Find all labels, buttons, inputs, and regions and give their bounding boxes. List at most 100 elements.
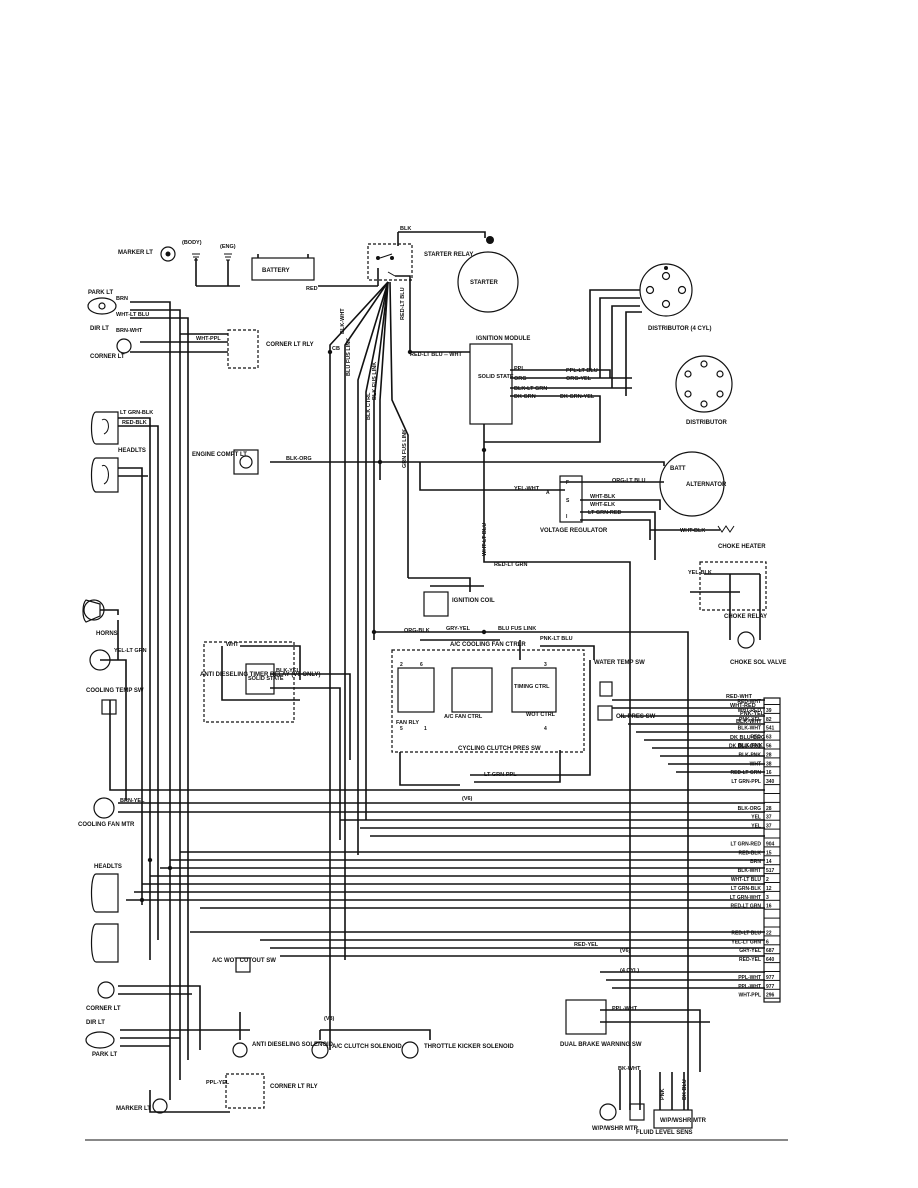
cooling-temp-sw-symbol [101, 699, 117, 715]
ac-clutch-solenoid-symbol [311, 1041, 329, 1059]
connector-wire-label: PNK-YEL [739, 717, 761, 723]
pin-label-s: S [566, 498, 570, 504]
wire-label-blk: BLK [400, 226, 411, 232]
choke-heater [717, 525, 735, 533]
wire-label-blu-fus-link: BLU FUS LINK [498, 626, 536, 632]
connector-pin-number: 541 [766, 726, 775, 732]
wire-label-org: ORG [514, 376, 527, 382]
wire-label-blk-yel: BLK-YEL [276, 668, 300, 674]
wire-label-yel-lt-grn: YEL-LT GRN [114, 648, 147, 654]
pin-label-a: A [546, 490, 550, 496]
wire-label-ppl-lt-blu: PPL-LT BLU [566, 368, 598, 374]
headlight-lower-b [90, 923, 119, 963]
wire-label-dk-blu-org: DK BLU-ORG [730, 735, 765, 741]
v6-label: (V6) [462, 796, 473, 802]
connector-pin-number: 56 [766, 744, 772, 750]
wiper-washer-mtr-left-label: W/P/WSHR MTR [592, 1126, 639, 1132]
dual-brake-warning-sw-box [565, 999, 607, 1035]
dir-lt-lower-label: DIR LT [86, 1020, 105, 1026]
wire-label-yel-wht-choke: YEL-BLK [688, 570, 712, 576]
ac-clutch-solenoid-label: A/C CLUTCH SOLENOID [332, 1044, 402, 1050]
anti-dieseling-solenoid-label: ANTI DIESELING SOLENOID [252, 1042, 334, 1048]
wire-label-pnk-vertical: PNK [660, 1088, 666, 1100]
corner-lt-rly-top-label: CORNER LT RLY [266, 342, 314, 348]
v6-tag-label: (V6) [620, 948, 631, 954]
wire-label-ppl: PPL [514, 366, 525, 372]
module-state-label: SOLID STATE [478, 374, 514, 380]
fluid-level-sens-symbol [629, 1103, 645, 1121]
wire-label-blk-wht-vertical: BLK-WHT [340, 308, 346, 334]
connector-pin-number: 28 [766, 806, 772, 812]
four-cyl-tag-label: (4 CYL) [620, 968, 639, 974]
throttle-kicker-solenoid-symbol [401, 1041, 419, 1059]
connector-wire-label: WHT [750, 761, 761, 767]
connector-pin-number: 63 [766, 735, 772, 741]
wiper-washer-mtr-right-box [653, 1109, 693, 1129]
connector-pin-number: 640 [766, 957, 775, 963]
choke-relay-label: CHOKE RELAY [724, 614, 767, 620]
wire-label-brn: BRN [116, 296, 128, 302]
horn-lower [89, 649, 111, 671]
connector-wire-label: WHT-LT BLU [731, 877, 762, 883]
wiper-washer-mtr-left-symbol [599, 1103, 617, 1121]
starter-motor [457, 236, 519, 313]
wire-label-red-yel: RED-YEL [574, 942, 599, 948]
starter-relay-box [367, 243, 413, 281]
ac-cooling-fan-ctrlr-box [391, 649, 585, 753]
wot-ctrl-label: WOT CTRL [526, 712, 556, 718]
engine-compt-lamp [233, 449, 259, 475]
ground-icon [192, 253, 232, 261]
water-temp-sw-label: WATER TEMP SW [594, 660, 645, 666]
connector-pin-number: 38 [766, 761, 772, 767]
wire-label-blk-lt-grn: BLK-LT GRN [514, 386, 547, 392]
connector-wire-label: LT GRN-BLK [731, 886, 762, 892]
junction-dots [139, 349, 487, 903]
vertical-wire-labels: BLU FUS LINK BLK FUS LINK GRN FUS LINK B… [340, 287, 688, 1100]
choke-sol-valve-symbol [737, 631, 755, 649]
horn-upper [82, 599, 105, 623]
connector-wire-label: LT GRN-PPL [731, 779, 761, 785]
connector-wire-label: RED-LT GRN [731, 904, 762, 910]
connector-wire-label: PPL-WHT [738, 984, 761, 990]
wiper-washer-mtr-right-label: W/P/WSHR MTR [660, 1118, 707, 1124]
ac-wot-cutout-sw-label: A/C WOT CUTOUT SW [212, 958, 276, 964]
connector-pin-number: 22 [766, 930, 772, 936]
cb-label: CB [332, 346, 340, 352]
connector-wire-label: YEL [751, 824, 761, 830]
ignition-coil-box [423, 591, 449, 617]
wire-label-wht-ppl: WHT-PPL [196, 336, 221, 342]
wire-label-red-lt-blu-vertical: RED-LT BLU [400, 287, 406, 320]
park-lt-lower-lamp [85, 1031, 115, 1049]
wire-label-ppl-yel: PPL-YEL [206, 1080, 230, 1086]
timing-ctrl-label: TIMING CTRL [514, 684, 550, 690]
connector-wire-label: RED-LT GRN [731, 770, 762, 776]
ignition-module-box [469, 343, 513, 425]
wire-label-dk-grn: DK GRN [514, 394, 536, 400]
connector-pin-number: 37 [766, 815, 772, 821]
horns-label: HORNS [96, 631, 118, 637]
connector-pin-number: 517 [766, 868, 775, 874]
alternator-circle [659, 451, 725, 517]
connector-pin-number: 904 [766, 841, 775, 847]
marker-lt-lower-lamp [152, 1098, 168, 1114]
wire-label-org-yel: ORG-YEL [566, 376, 592, 382]
wire-label-blk-org: BLK-ORG [286, 456, 312, 462]
dual-brake-warning-sw-label: DUAL BRAKE WARNING SW [560, 1042, 642, 1048]
connector-pin-number: 37 [766, 824, 772, 830]
wire-label-wht: WHT [226, 642, 239, 648]
wire-label-red-lt-blu-wht: RED-LT BLU -- WHT [410, 352, 462, 358]
corner-lt-lower-lamp [97, 981, 115, 999]
choke-sol-valve-label: CHOKE SOL VALVE [730, 660, 786, 666]
water-temp-sw-symbol [599, 681, 613, 697]
connector-pin-number: 6 [766, 939, 769, 945]
connector-block [763, 697, 781, 1003]
connector-pin-number: 3 [766, 895, 769, 901]
left-labels: MARKER LT PARK LT DIR LT CORNER LT HEADL… [78, 250, 153, 1112]
connector-wire-label: LT GRN-WHT [730, 895, 761, 901]
wire-label-gry-yel: GRY-YEL [446, 626, 471, 632]
connector-pin-number: 16 [766, 904, 772, 910]
wire-label-blk-pnk: BLK-PNK [738, 743, 763, 749]
marker-lt-top-label: MARKER LT [118, 250, 153, 256]
pin-label-6: 6 [420, 662, 423, 668]
alternator-label: ALTERNATOR [686, 482, 727, 488]
